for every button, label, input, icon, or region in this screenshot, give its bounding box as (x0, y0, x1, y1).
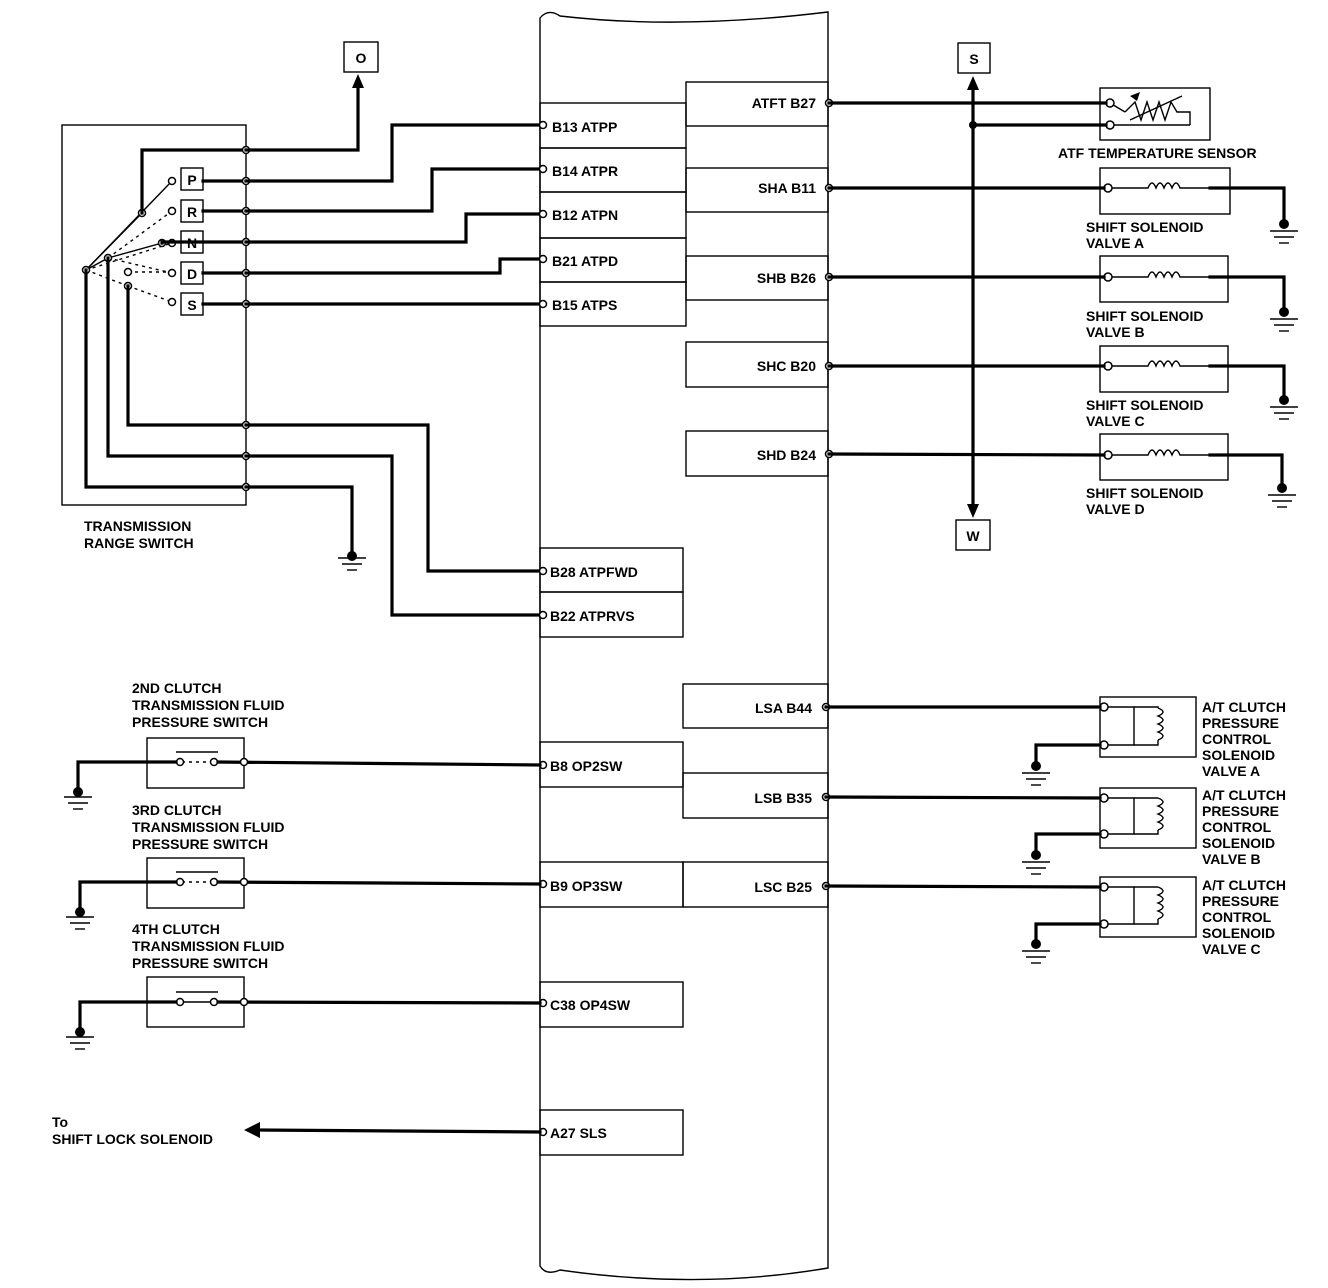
ps2-label-3: PRESSURE SWITCH (132, 714, 268, 730)
lcb-label-2: PRESSURE (1202, 803, 1279, 819)
lcc-label-1: A/T CLUTCH (1202, 877, 1286, 893)
pin-c38: C38 OP4SW (550, 997, 631, 1013)
lcb-label-5: VALVE B (1202, 851, 1261, 867)
shift-lock-label-1: To (52, 1114, 68, 1130)
lca-label-2: PRESSURE (1202, 715, 1279, 731)
ps4-label-3: PRESSURE SWITCH (132, 955, 268, 971)
ssa-label-2: VALVE A (1086, 235, 1144, 251)
pin-b21: B21 ATPD (552, 253, 618, 269)
clutch-solenoid-b (1099, 787, 1197, 849)
pcm-body (539, 11, 829, 1281)
pin-b35: LSB B35 (754, 790, 812, 806)
lca-label-1: A/T CLUTCH (1202, 699, 1286, 715)
pin-b20: SHC B20 (757, 358, 816, 374)
pin-b26: SHB B26 (757, 270, 816, 286)
pin-b8: B8 OP2SW (550, 758, 623, 774)
pin-b22: B22 ATPRVS (550, 608, 635, 624)
shift-solenoid-d (1099, 433, 1229, 481)
pin-b44: LSA B44 (755, 700, 812, 716)
connector-s (957, 42, 991, 74)
ps2-label-2: TRANSMISSION FLUID (132, 697, 284, 713)
pin-b27: ATFT B27 (752, 95, 817, 111)
connector-o-label: O (356, 50, 367, 66)
pin-b24: SHD B24 (757, 447, 816, 463)
ssc-label-2: VALVE C (1086, 413, 1145, 429)
lcc-label-5: VALVE C (1202, 941, 1261, 957)
shift-solenoid-a (1099, 167, 1231, 215)
lcc-label-3: CONTROL (1202, 909, 1272, 925)
connector-w-label: W (966, 528, 980, 544)
lcb-label-4: SOLENOID (1202, 835, 1275, 851)
lcc-label-4: SOLENOID (1202, 925, 1275, 941)
lcb-label-1: A/T CLUTCH (1202, 787, 1286, 803)
connector-w (955, 519, 991, 551)
lcc-label-2: PRESSURE (1202, 893, 1279, 909)
pin-b14: B14 ATPR (552, 163, 618, 179)
lcb-label-3: CONTROL (1202, 819, 1272, 835)
ps4-label-1: 4TH CLUTCH (132, 921, 220, 937)
pin-b12: B12 ATPN (552, 207, 618, 223)
shift-solenoid-c (1099, 345, 1229, 393)
ssb-label-2: VALVE B (1086, 324, 1145, 340)
clutch-solenoid-c (1099, 876, 1197, 938)
position-d: D (187, 266, 197, 282)
transmission-range-switch: P R N D S (61, 124, 251, 506)
atf-temperature-sensor (1099, 87, 1211, 141)
atf-sensor-label: ATF TEMPERATURE SENSOR (1058, 145, 1257, 161)
connector-o (343, 41, 379, 73)
lca-label-4: SOLENOID (1202, 747, 1275, 763)
position-p: P (187, 172, 196, 188)
lca-label-3: CONTROL (1202, 731, 1272, 747)
ssd-label-2: VALVE D (1086, 501, 1145, 517)
pin-b11: SHA B11 (758, 180, 816, 196)
range-switch-label-2: RANGE SWITCH (84, 535, 194, 551)
shift-solenoid-b (1099, 255, 1229, 303)
pin-b9: B9 OP3SW (550, 878, 623, 894)
ssb-label-1: SHIFT SOLENOID (1086, 308, 1203, 324)
ssc-label-1: SHIFT SOLENOID (1086, 397, 1203, 413)
range-switch-label-1: TRANSMISSION (84, 518, 191, 534)
pin-a27: A27 SLS (550, 1125, 607, 1141)
connector-s-label: S (969, 51, 978, 67)
pin-b28: B28 ATPFWD (550, 564, 638, 580)
pin-b13: B13 ATPP (552, 119, 617, 135)
ps3-label-1: 3RD CLUTCH (132, 802, 221, 818)
lca-label-5: VALVE A (1202, 763, 1260, 779)
ps2-label-1: 2ND CLUTCH (132, 680, 221, 696)
ps3-label-3: PRESSURE SWITCH (132, 836, 268, 852)
ps3-label-2: TRANSMISSION FLUID (132, 819, 284, 835)
pin-b25: LSC B25 (754, 879, 812, 895)
ps4-label-2: TRANSMISSION FLUID (132, 938, 284, 954)
position-r: R (187, 204, 197, 220)
pin-b15: B15 ATPS (552, 297, 617, 313)
ssd-label-1: SHIFT SOLENOID (1086, 485, 1203, 501)
ssa-label-1: SHIFT SOLENOID (1086, 219, 1203, 235)
clutch-solenoid-a (1099, 696, 1197, 758)
shift-lock-label-2: SHIFT LOCK SOLENOID (52, 1131, 213, 1147)
position-s: S (187, 297, 196, 313)
